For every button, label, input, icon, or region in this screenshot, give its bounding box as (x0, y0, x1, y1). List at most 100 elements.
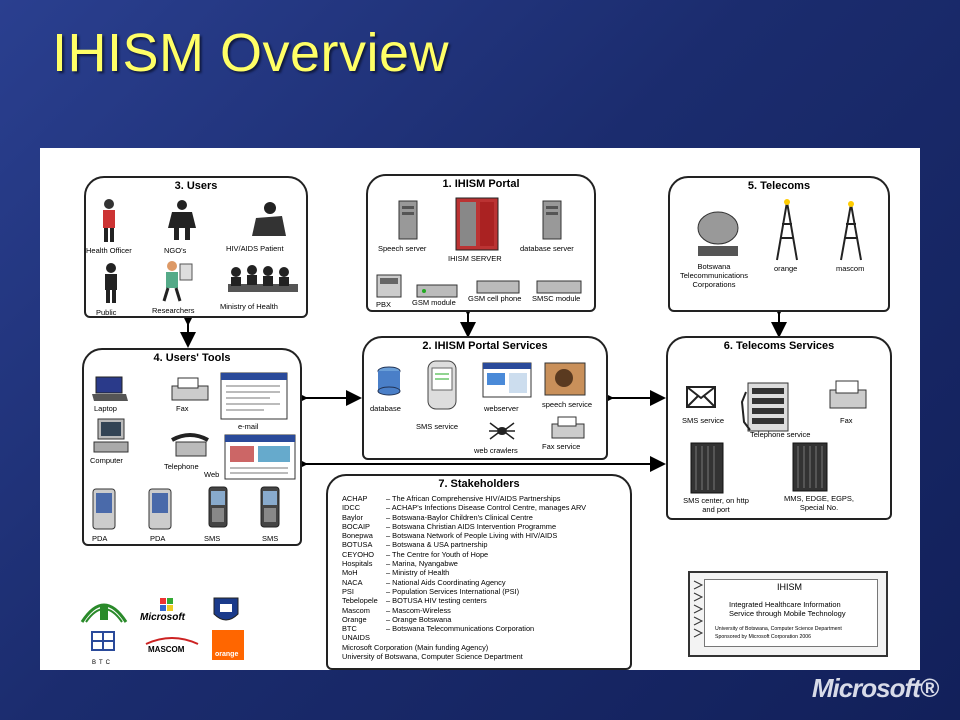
binding-rings-icon (693, 580, 704, 638)
microsoft-footer-logo: Microsoft® (811, 673, 939, 703)
stakeholder-row: PSI– Population Services International (… (342, 586, 520, 596)
hiv-aids-patient-icon (252, 202, 286, 236)
mascom-swoosh-icon (145, 637, 199, 645)
architecture-diagram: 3. Users Health Officer NGO's HIV/AIDS P… (40, 148, 920, 670)
mascom-logo-text: MASCOM (148, 645, 185, 654)
web-screenshot-icon (224, 434, 296, 480)
stakeholder-row: NACA– National Aids Coordinating Agency (342, 577, 506, 587)
orange-logo: orange (212, 630, 244, 660)
stakeholder-row: BOCAIP– Botswana Christian AIDS Interven… (342, 521, 557, 531)
database-server-icon (542, 200, 562, 240)
label-public: Public (96, 308, 117, 317)
users-tools-title: 4. Users' Tools (153, 352, 231, 364)
database-icon (377, 366, 401, 396)
stakeholder-row: CEYOHO– The Centre for Youth of Hope (342, 549, 489, 559)
speech-service-icon (544, 362, 586, 396)
health-officer-icon (103, 199, 115, 242)
portal-services-box: 2. IHISM Portal Services database SMS se… (362, 336, 608, 460)
stakeholder-footer-row: University of Botswana, Computer Science… (342, 652, 523, 662)
stakeholder-row: IDCC– ACHAP's Infections Disease Control… (342, 503, 587, 513)
mobile-phone-icon (208, 486, 228, 528)
label-sms-center: SMS center, on http and port (683, 496, 749, 514)
portal-title: 1. IHISM Portal (442, 178, 520, 190)
slide-title: IHISM Overview (52, 23, 450, 83)
ngos-icon (168, 200, 196, 240)
gsm-cell-phone-icon (476, 280, 520, 294)
researchers-icon (162, 261, 193, 302)
label-sms-2: SMS (262, 534, 279, 543)
label-hiv-aids-patient: HIV/AIDS Patient (226, 244, 284, 253)
stakeholder-footer-row: Microsoft Corporation (Main funding Agen… (342, 642, 489, 652)
mascom-logo: MASCOM (144, 636, 200, 658)
label-btc: Botswana Telecommunications Corporations (680, 262, 748, 289)
orange-tower-icon (776, 199, 798, 261)
telecoms-services-title: 6. Telecoms Services (723, 340, 835, 352)
spider-icon (489, 422, 515, 440)
mms-server-icon (792, 442, 828, 492)
label-ihism-server: IHISM SERVER (448, 254, 502, 263)
label-email: e-mail (238, 422, 259, 431)
btc-logo-icon (91, 631, 115, 651)
pda-icon (148, 488, 172, 530)
ihism-card-line2: Service through Mobile Technology (729, 609, 846, 618)
fax-service-icon (551, 416, 585, 439)
telecoms-services-box: 6. Telecoms Services SMS service Telepho… (666, 336, 892, 520)
crest-logo-icon (213, 597, 239, 621)
portal-box: 1. IHISM Portal Speech server IHISM SERV… (366, 174, 596, 312)
computer-icon (93, 418, 129, 453)
stakeholder-row: Hospitals– Marina, Nyangabwe (342, 559, 458, 569)
stakeholder-row: BOTUSA– Botswana & USA partnership (342, 540, 488, 550)
smsc-module-icon (536, 280, 582, 294)
stakeholders-title: 7. Stakeholders (438, 478, 520, 490)
stakeholder-row: UNAIDS (342, 633, 370, 643)
windows-flag-icon (160, 598, 173, 611)
ihism-card-line3: University of Botswana, Computer Science… (715, 626, 842, 632)
stakeholder-row: Tebelopele– BOTUSA HIV testing centers (342, 596, 487, 606)
microsoft-logo: Microsoft (140, 598, 196, 624)
ihism-card-name: IHISM (777, 582, 803, 592)
stakeholder-row: MoH– Ministry of Health (342, 568, 450, 578)
label-ngos: NGO's (164, 246, 187, 255)
label-gsm-module: GSM module (412, 298, 456, 307)
public-icon (105, 263, 117, 303)
fax-icon (171, 377, 209, 401)
speech-server-icon (398, 200, 418, 240)
label-ministry-of-health: Ministry of Health (220, 302, 278, 311)
btc-logo-text: BTC (92, 660, 113, 666)
gsm-module-icon (416, 284, 458, 298)
stakeholder-row: Mascom– Mascom-Wireless (342, 605, 451, 615)
stakeholder-row: Orange– Orange Botswana (342, 614, 452, 624)
ihism-info-card: IHISM Integrated Healthcare Information … (688, 571, 888, 657)
label-sms-service: SMS service (682, 416, 725, 425)
stakeholder-row: Bonepwa– Botswana Network of People Livi… (342, 531, 558, 541)
ihism-card-inner: IHISM Integrated Healthcare Information … (704, 579, 878, 647)
users-tools-box: 4. Users' Tools Laptop Fax e-mail Comput… (82, 348, 302, 546)
ihism-card-line1: Integrated Healthcare Information (729, 600, 841, 609)
university-logo-icon (77, 595, 131, 627)
portal-services-title: 2. IHISM Portal Services (422, 340, 548, 352)
label-database-server: database server (520, 244, 574, 253)
label-telephone-service: Telephone service (750, 430, 811, 439)
stakeholders-box: 7. Stakeholders ACHAP– The African Compr… (326, 474, 632, 670)
stakeholder-row: BTC– Botswana Telecommunications Corpora… (342, 624, 535, 634)
telephone-icon (171, 433, 209, 457)
mobile-phone-icon (260, 486, 280, 528)
connector-arrows (180, 300, 787, 472)
mascom-tower-icon (840, 201, 862, 261)
microsoft-logo-text: Microsoft (140, 612, 185, 623)
label-pda-1: PDA (92, 534, 108, 543)
label-web: Web (204, 470, 220, 479)
webserver-icon (482, 362, 532, 398)
label-speech-server: Speech server (378, 244, 427, 253)
label-gsm-cell-phone: GSM cell phone (468, 294, 522, 303)
label-telephone: Telephone (164, 462, 199, 471)
users-box: 3. Users Health Officer NGO's HIV/AIDS P… (84, 176, 308, 318)
label-webserver: webserver (484, 404, 519, 413)
ihism-card-line4: Sponsored by Microsoft Corporation 2006 (715, 634, 812, 640)
ministry-of-health-icon (228, 265, 298, 292)
label-speech-service: speech service (542, 400, 593, 409)
label-pbx: PBX (376, 300, 392, 309)
label-smsc-module: SMSC module (532, 294, 581, 303)
label-fax-service: Fax service (542, 442, 581, 451)
label-mms-edge: MMS, EDGE, EGPS, Special No. (783, 494, 854, 512)
